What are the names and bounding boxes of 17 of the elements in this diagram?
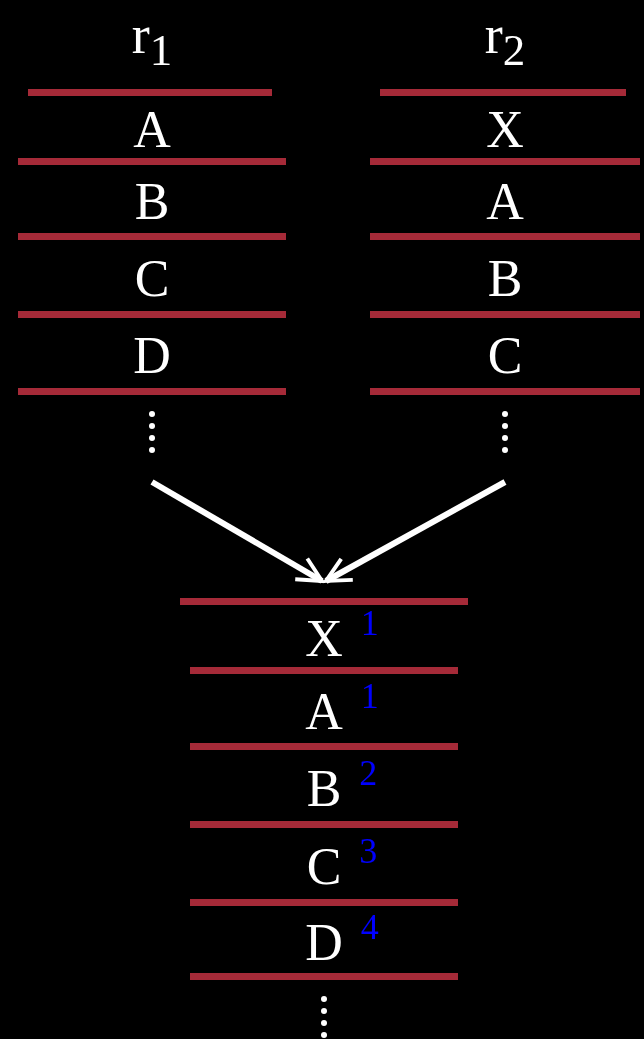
list-item: C (134, 252, 170, 305)
rank-number: 1 (360, 677, 379, 714)
list-item: C (487, 330, 523, 382)
list-heading: r$_{1}$ (131, 4, 173, 77)
list-item: D (133, 330, 171, 382)
arrow (324, 479, 507, 584)
rank-number: 1 (360, 605, 379, 641)
list-item: B (134, 176, 170, 228)
list-item: A (133, 104, 171, 156)
rank-number: 3 (359, 832, 378, 869)
rank-number: 2 (359, 754, 378, 791)
list-heading: r$_{2}$ (484, 4, 526, 77)
list-item: X (486, 104, 524, 156)
rank-number: 4 (360, 908, 379, 945)
list-item: A (486, 176, 524, 228)
list-item: B (487, 252, 523, 305)
arrow (150, 479, 324, 584)
